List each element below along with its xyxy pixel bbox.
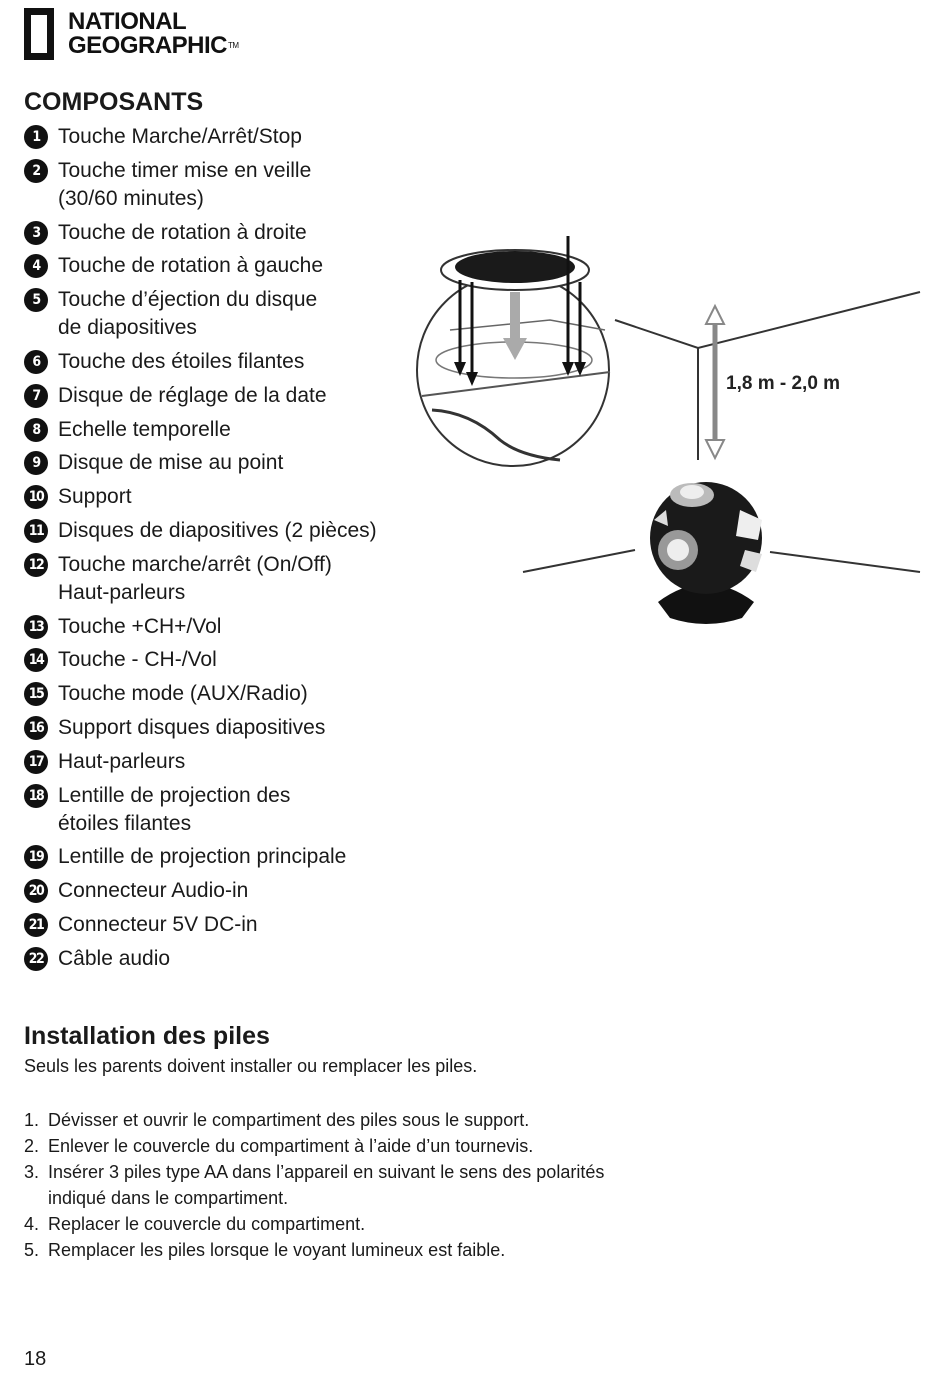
component-number-badge: 12 [24,552,48,577]
component-item: 14 Touche - CH-/Vol [24,646,424,674]
component-item: 4 Touche de rotation à gauche [24,252,424,280]
component-number-badge: 17 [24,749,48,774]
component-label: Disques de diapositives (2 pièces) [58,518,377,542]
component-number-badge: 14 [24,648,48,673]
component-label: Touche - CH-/Vol [58,648,217,672]
component-label: Touche +CH+/Vol [58,614,222,638]
installation-step: 5. Remplacer les piles lorsque le voyant … [24,1237,724,1263]
component-label: Haut-parleurs [58,749,186,773]
component-number-badge: 7 [24,383,48,408]
component-number-badge: 22 [24,946,48,971]
component-label: Lentille de projection principale [58,845,347,869]
wall-ceiling-line [614,291,921,350]
component-item: 20 Connecteur Audio-in [24,877,424,905]
component-label: Touche mode (AUX/Radio) [58,682,308,706]
step-number: 1. [24,1110,40,1130]
component-item: 3 Touche de rotation à droite [24,219,424,247]
component-item: 16 Support disques diapositives [24,714,424,742]
component-item: 6 Touche des étoiles filantes [24,348,424,376]
component-number-badge: 16 [24,715,48,740]
component-item: 5 Touche d’éjection du disque de diaposit… [24,286,424,342]
component-number-badge: 6 [24,349,48,374]
component-label: Lentille de projection des étoiles filan… [58,783,291,835]
step-number: 3. [24,1162,40,1182]
projector-diagram [416,236,921,624]
component-label: Connecteur Audio-in [58,879,249,903]
installation-steps: 1. Dévisser et ouvrir le compartiment des… [24,1107,724,1263]
component-label: Touche de rotation à gauche [58,254,324,278]
component-item: 11 Disques de diapositives (2 pièces) [24,517,424,545]
components-list: 1 Touche Marche/Arrêt/Stop 2 Touche timer m… [24,123,424,979]
component-label: Connecteur 5V DC-in [58,912,258,936]
installation-step: 1. Dévisser et ouvrir le compartiment des… [24,1107,724,1133]
installation-heading: Installation des piles [24,1022,270,1050]
component-item: 21 Connecteur 5V DC-in [24,911,424,939]
parents-warning: Seuls les parents doivent installer ou r… [24,1056,478,1076]
component-item: 2 Touche timer mise en veille (30/60 minu… [24,157,424,213]
component-number-badge: 19 [24,845,48,870]
step-text: Replacer le couvercle du compartiment. [48,1214,366,1234]
component-item: 1 Touche Marche/Arrêt/Stop [24,123,424,151]
component-label: Touche timer mise en veille (30/60 minut… [58,158,312,210]
component-number-badge: 20 [24,879,48,904]
installation-illustration: 1,8 m - 2,0 m [410,220,930,640]
component-label: Touche des étoiles filantes [58,349,305,373]
component-label: Touche marche/arrêt (On/Off) Haut-parleu… [58,552,332,604]
component-number-badge: 4 [24,254,48,279]
component-label: Support disques diapositives [58,715,326,739]
installation-step: 2. Enlever le couvercle du compartiment à… [24,1133,724,1159]
component-label: Touche de rotation à droite [58,220,307,244]
component-label: Câble audio [58,946,171,970]
component-number-badge: 21 [24,912,48,937]
component-number-badge: 13 [24,614,48,639]
component-number-badge: 18 [24,783,48,808]
step-text: Insérer 3 piles type AA dans l’appareil … [48,1162,605,1208]
step-text: Remplacer les piles lorsque le voyant lu… [48,1240,506,1260]
component-item: 22 Câble audio [24,945,424,973]
step-text: Enlever le couvercle du compartiment à l… [48,1136,534,1156]
component-number-badge: 1 [24,125,48,149]
component-item: 7 Disque de réglage de la date [24,382,424,410]
component-number-badge: 5 [24,288,48,313]
component-item: 10 Support [24,483,424,511]
component-label: Echelle temporelle [58,417,231,441]
component-label: Disque de mise au point [58,451,284,475]
step-number: 4. [24,1214,40,1234]
logo-wordmark: NATIONAL GEOGRAPHICTM [68,8,239,59]
step-number: 5. [24,1240,40,1260]
floor-line-left [522,549,636,573]
logo-frame-icon [24,8,54,60]
component-item: 15 Touche mode (AUX/Radio) [24,680,424,708]
component-label: Touche Marche/Arrêt/Stop [58,125,302,148]
component-item: 18 Lentille de projection des étoiles fil… [24,782,424,838]
national-geographic-logo: NATIONAL GEOGRAPHICTM [24,4,239,64]
component-number-badge: 10 [24,485,48,510]
component-item: 9 Disque de mise au point [24,449,424,477]
component-number-badge: 15 [24,682,48,707]
installation-step: 4. Replacer le couvercle du compartiment. [24,1211,724,1237]
composants-heading: COMPOSANTS [24,88,204,116]
component-item: 13 Touche +CH+/Vol [24,613,424,641]
component-number-badge: 9 [24,451,48,476]
component-item: 19 Lentille de projection principale [24,843,424,871]
height-arrow-icon [704,303,726,461]
component-number-badge: 3 [24,220,48,245]
component-item: 17 Haut-parleurs [24,748,424,776]
component-label: Disque de réglage de la date [58,383,327,407]
floor-line-right [769,551,921,573]
slide-disc-center [455,251,575,283]
component-number-badge: 8 [24,417,48,442]
component-label: Touche d’éjection du disque de diapositi… [58,288,318,340]
distance-label: 1,8 m - 2,0 m [726,373,841,394]
step-text: Dévisser et ouvrir le compartiment des p… [48,1110,530,1130]
component-number-badge: 2 [24,158,48,183]
projector-icon [650,482,762,624]
component-label: Support [58,485,132,509]
page-number: 18 [24,1348,47,1370]
component-item: 12 Touche marche/arrêt (On/Off) Haut-parl… [24,551,424,607]
step-number: 2. [24,1136,40,1156]
installation-step: 3. Insérer 3 piles type AA dans l’apparei… [24,1159,724,1211]
component-item: 8 Echelle temporelle [24,416,424,444]
component-number-badge: 11 [24,518,48,543]
